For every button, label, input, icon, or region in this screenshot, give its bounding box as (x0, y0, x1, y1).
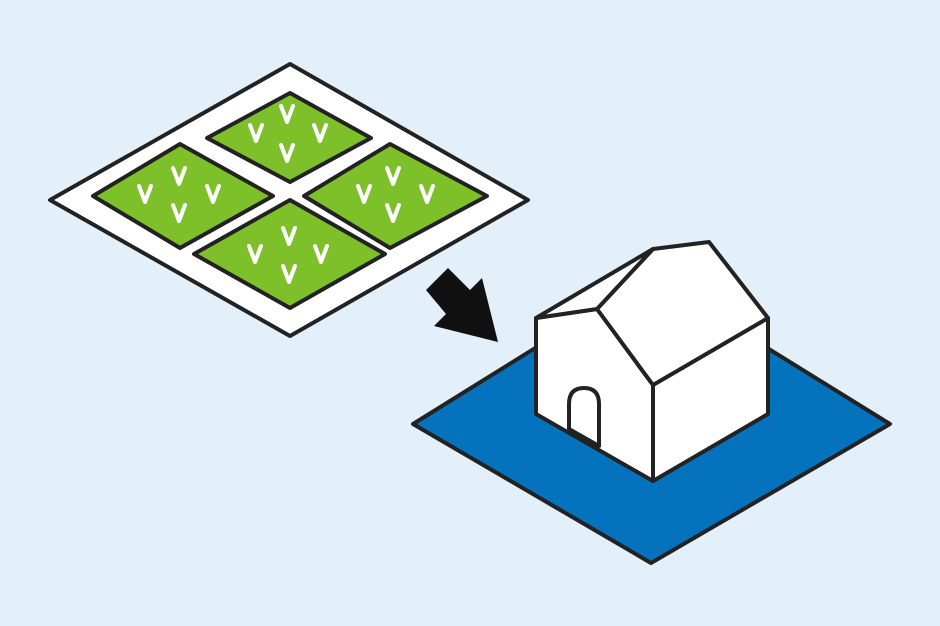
sprout-icon (419, 184, 435, 204)
sprout-icon (356, 184, 372, 204)
sprout-icon (171, 203, 187, 223)
sprout-icon (385, 166, 401, 186)
field-plot-left (91, 142, 275, 250)
sprout-icon (247, 244, 263, 264)
arrow-icon (426, 268, 498, 342)
sprout-group (137, 104, 435, 284)
sprout-icon (279, 143, 295, 163)
farmland-icon (48, 62, 530, 338)
sprout-icon (171, 166, 187, 186)
house-door (567, 386, 601, 448)
field-plot-bottom (192, 198, 387, 310)
field-plot-top (205, 91, 373, 184)
field-plot-right (302, 142, 489, 250)
sprout-icon (313, 244, 329, 264)
sprout-icon (205, 184, 221, 204)
house-icon (534, 240, 770, 483)
sprout-icon (312, 123, 328, 143)
sprout-icon (385, 203, 401, 223)
sprout-icon (279, 104, 295, 124)
arrow-shape (426, 268, 498, 342)
sprout-icon (281, 226, 297, 246)
sprout-icon (248, 123, 264, 143)
house-roof-left (534, 247, 655, 320)
sprout-icon (281, 264, 297, 284)
sprout-icon (137, 184, 153, 204)
